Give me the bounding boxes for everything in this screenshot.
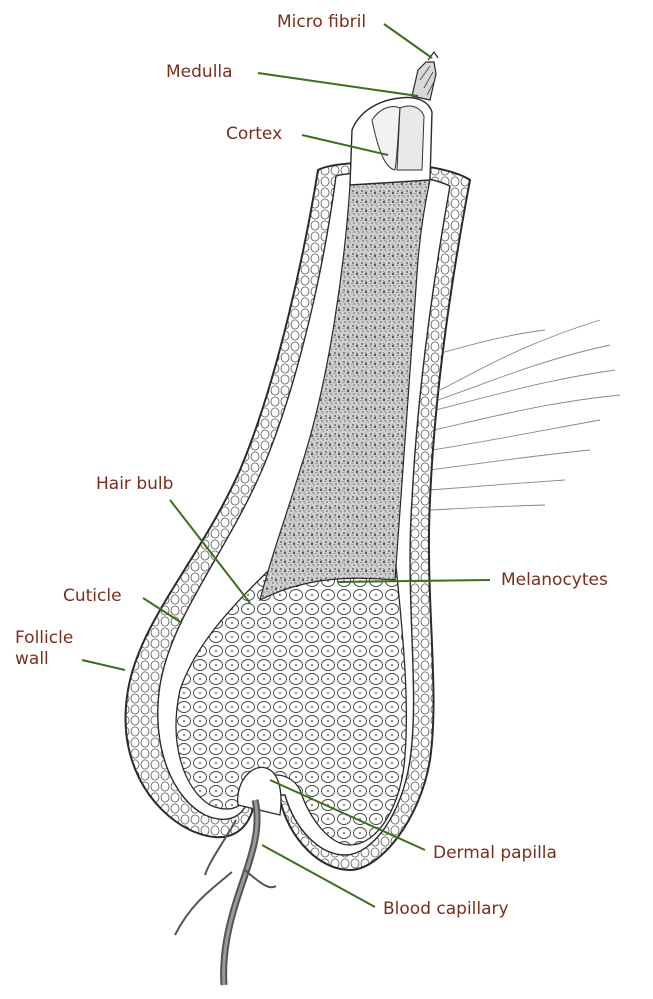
label-melanocytes: Melanocytes [501, 570, 608, 591]
label-blood-capillary: Blood capillary [383, 899, 509, 920]
leader-follicle-wall [82, 660, 125, 670]
label-follicle-wall: Follicle wall [15, 628, 73, 670]
label-cortex: Cortex [226, 124, 282, 145]
label-follicle-wall-line1: Follicle [15, 628, 73, 649]
label-follicle-wall-line2: wall [15, 649, 73, 670]
label-dermal-papilla: Dermal papilla [433, 843, 557, 864]
leader-micro-fibril [384, 24, 432, 58]
leader-medulla [258, 73, 418, 96]
connective-fibres [430, 320, 620, 510]
label-micro-fibril: Micro fibril [277, 12, 366, 33]
label-hair-bulb: Hair bulb [96, 474, 173, 495]
label-cuticle: Cuticle [63, 586, 122, 607]
label-medulla: Medulla [166, 62, 233, 83]
